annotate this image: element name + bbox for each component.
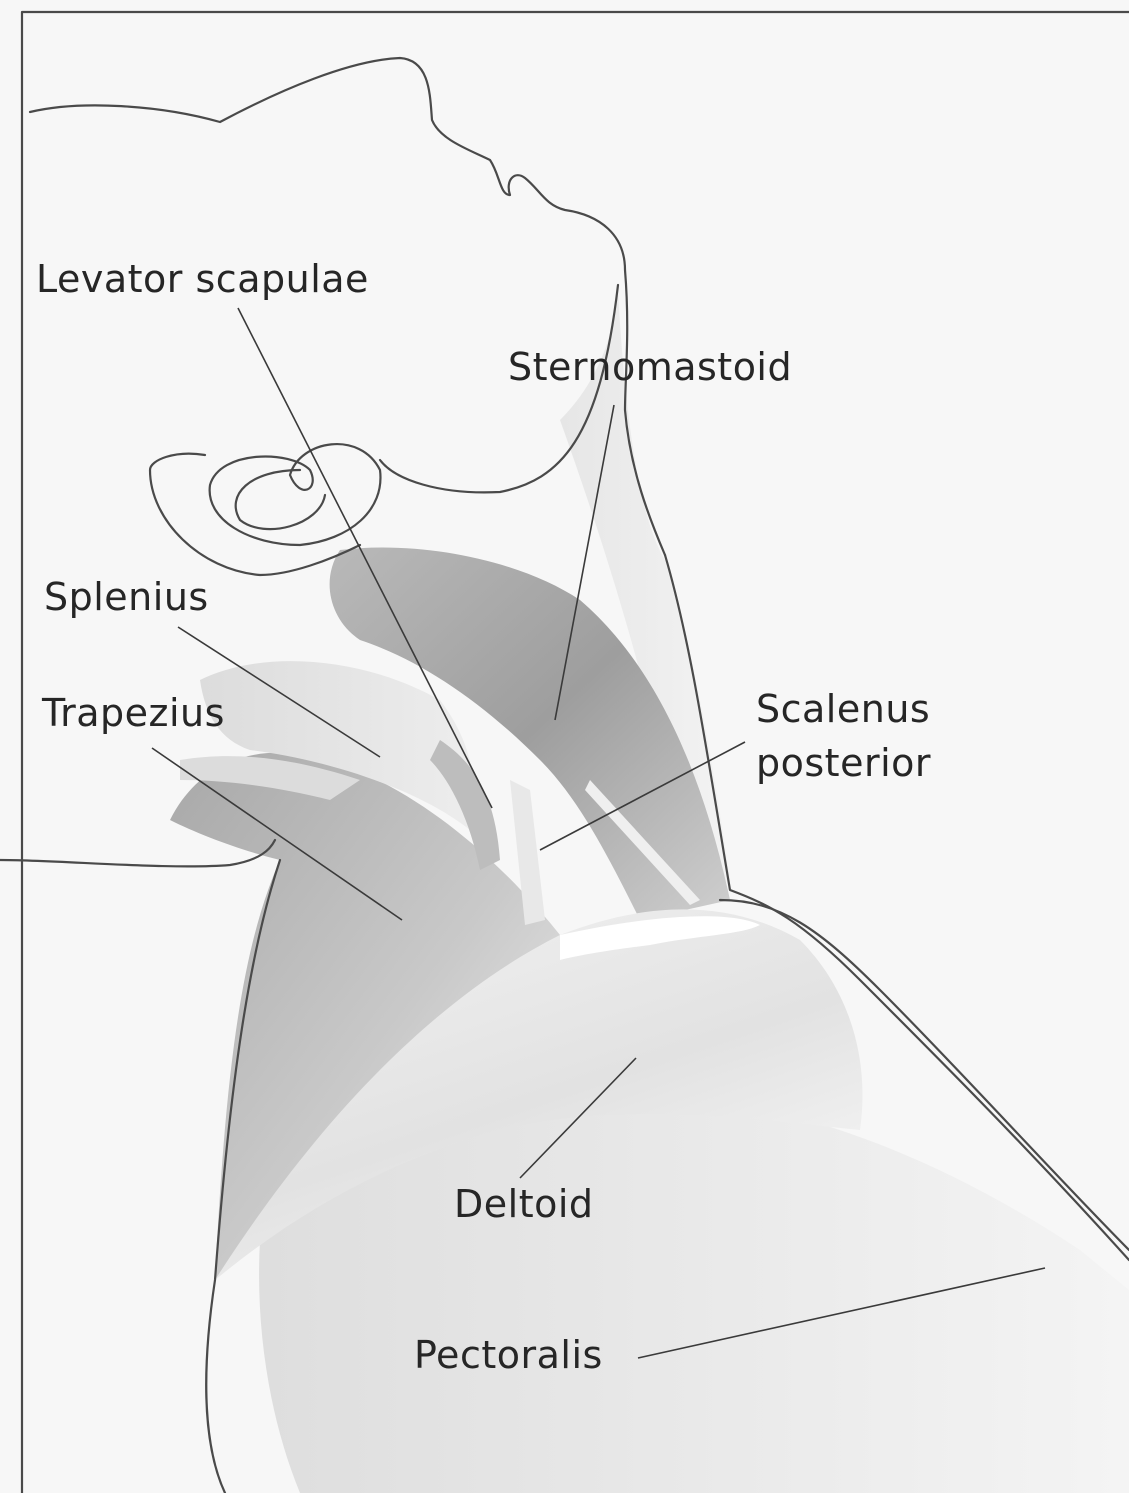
label-splenius: Splenius [44,575,209,619]
label-pectoralis: Pectoralis [414,1333,603,1377]
label-levator-scapulae: Levator scapulae [36,257,369,301]
label-sternomastoid: Sternomastoid [508,345,792,389]
label-scalenus: Scalenus [756,687,930,731]
label-trapezius: Trapezius [41,691,225,735]
label-deltoid: Deltoid [454,1182,594,1226]
label-scalenus-posterior: posterior [756,741,931,785]
